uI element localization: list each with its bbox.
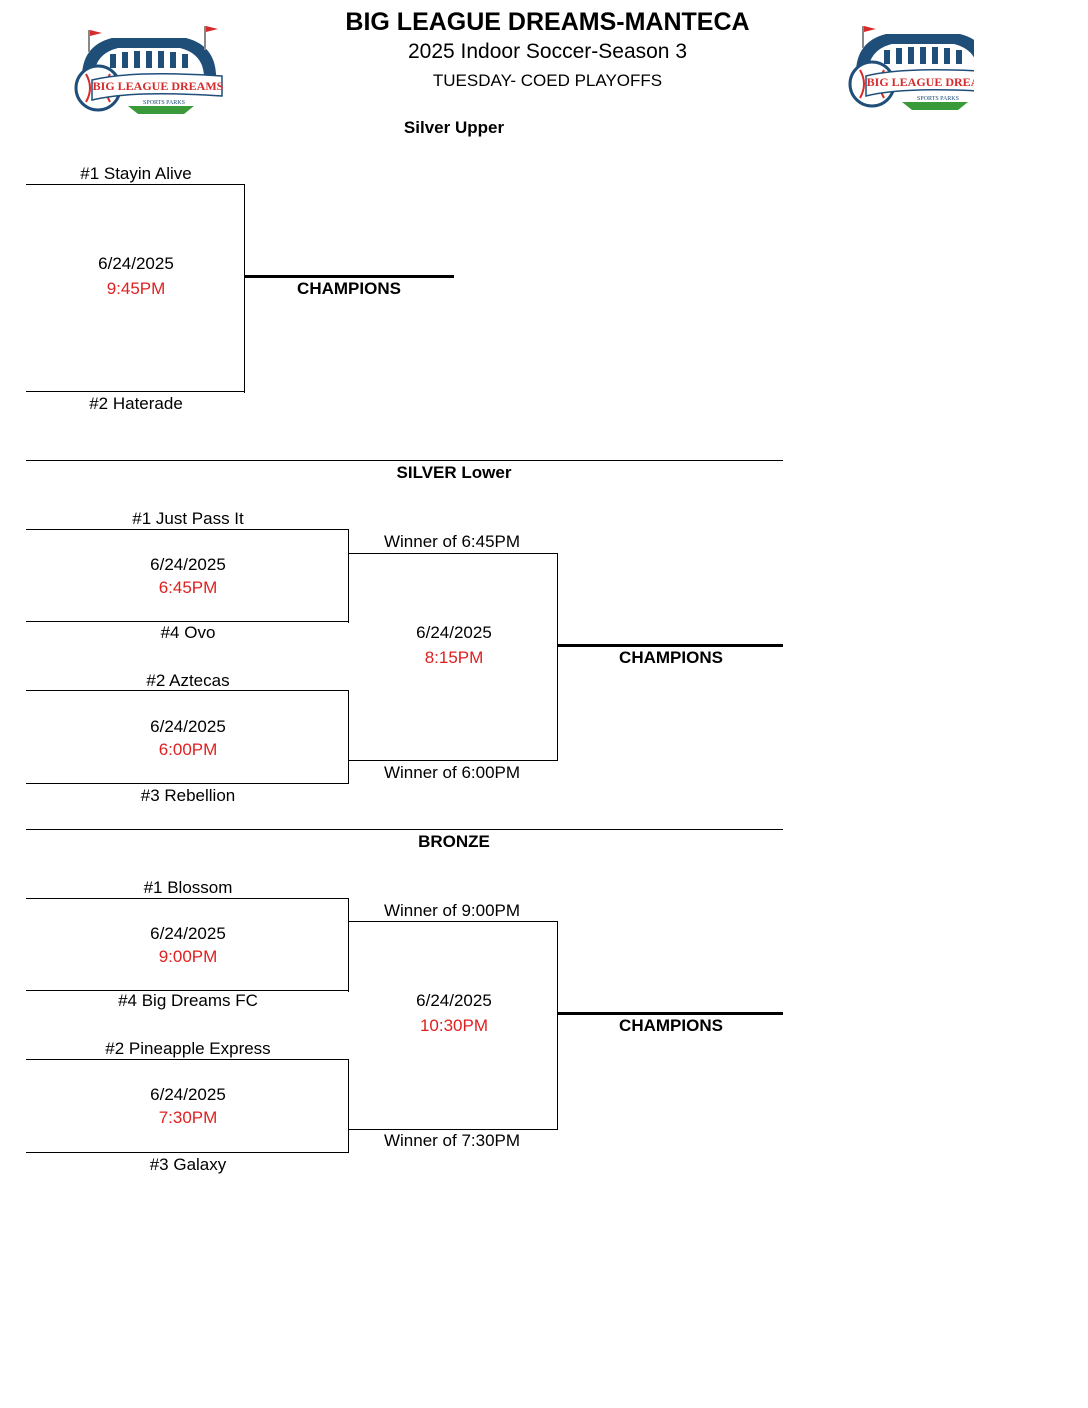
game-time: 10:30PM [419, 1016, 489, 1035]
champions-label: CHAMPIONS [619, 648, 723, 667]
logo-subtext: SPORTS PARKS [917, 96, 959, 102]
champions-label: CHAMPIONS [619, 1016, 723, 1035]
winner-label-bottom: Winner of 7:30PM [383, 1131, 521, 1150]
team-aztecas: #2 Aztecas [146, 671, 230, 690]
game-date: 6/24/2025 [98, 254, 174, 273]
game-time: 7:30PM [158, 1108, 218, 1127]
team-stayin-alive: #1 Stayin Alive [80, 164, 192, 183]
team-pineapple-express: #2 Pineapple Express [105, 1039, 271, 1058]
season-subtitle: 2025 Indoor Soccer-Season 3 [407, 40, 688, 63]
section-title-silver-lower: SILVER Lower [396, 463, 512, 482]
team-just-pass-it: #1 Just Pass It [132, 509, 244, 528]
logo-subtext: SPORTS PARKS [143, 100, 185, 106]
big-league-dreams-logo-left: BIG LEAGUE DREAMS SPORTS PARKS [74, 26, 224, 114]
team-big-dreams-fc: #4 Big Dreams FC [118, 991, 258, 1010]
section-title-silver-upper: Silver Upper [403, 118, 505, 137]
big-league-dreams-logo-right: BIG LEAGUE DREAMS SPORTS PARKS [848, 26, 974, 110]
game-date: 6/24/2025 [150, 924, 226, 943]
team-galaxy: #3 Galaxy [149, 1155, 227, 1174]
game-date: 6/24/2025 [150, 555, 226, 574]
section-title-bronze: BRONZE [418, 832, 490, 851]
winner-label-top: Winner of 6:45PM [383, 532, 521, 551]
game-date: 6/24/2025 [416, 623, 492, 642]
winner-label-top: Winner of 9:00PM [383, 901, 521, 920]
game-time: 9:45PM [106, 279, 166, 298]
winner-label-bottom: Winner of 6:00PM [383, 763, 521, 782]
logo-text: BIG LEAGUE DREAMS [93, 79, 224, 93]
team-rebellion: #3 Rebellion [140, 786, 236, 805]
game-time: 9:00PM [158, 947, 218, 966]
page-title: BIG LEAGUE DREAMS-MANTECA [345, 8, 750, 36]
team-haterade: #2 Haterade [89, 394, 183, 413]
division-subtitle: TUESDAY- COED PLAYOFFS [432, 71, 663, 90]
champions-label: CHAMPIONS [297, 279, 401, 298]
game-time: 6:00PM [158, 740, 218, 759]
game-date: 6/24/2025 [150, 717, 226, 736]
game-time: 6:45PM [158, 578, 218, 597]
game-time: 8:15PM [424, 648, 484, 667]
game-date: 6/24/2025 [150, 1085, 226, 1104]
logo-text: BIG LEAGUE DREAMS [867, 75, 974, 89]
game-date: 6/24/2025 [416, 991, 492, 1010]
team-blossom: #1 Blossom [143, 878, 233, 897]
team-ovo: #4 Ovo [160, 623, 216, 642]
